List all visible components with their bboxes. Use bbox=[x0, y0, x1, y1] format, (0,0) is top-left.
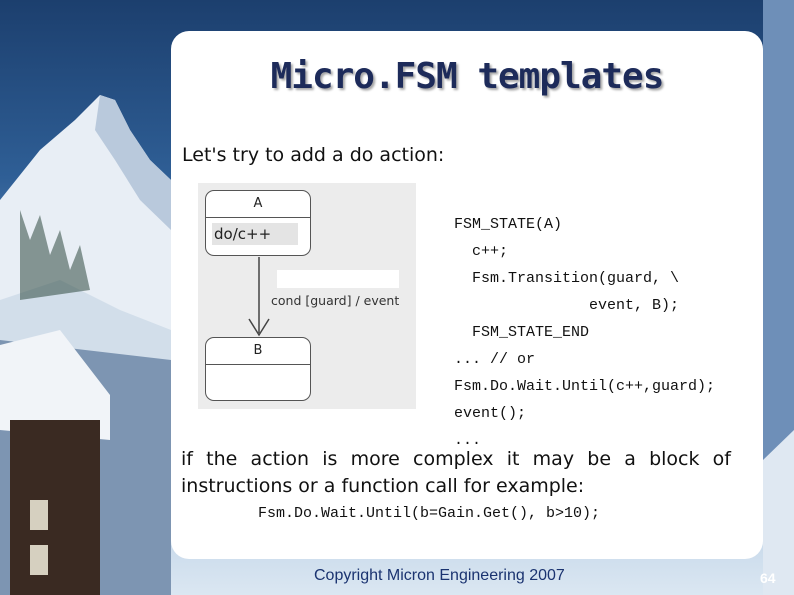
state-b-name: B bbox=[253, 343, 263, 358]
code-line: ... // or bbox=[454, 351, 536, 368]
page-number: 64 bbox=[760, 570, 776, 586]
code-line: Fsm.Do.Wait.Until(c++,guard); bbox=[454, 378, 716, 395]
state-a-do-action: do/c++ bbox=[212, 223, 298, 245]
state-a-divider bbox=[206, 217, 310, 218]
intro-text: Let's try to add a do action: bbox=[182, 144, 445, 166]
diagram-blank-area bbox=[277, 270, 399, 288]
state-b: B bbox=[205, 337, 311, 401]
code-line: ... bbox=[454, 432, 482, 449]
transition-label: cond [guard] / event bbox=[271, 293, 400, 308]
transition-arrow bbox=[248, 257, 270, 337]
code-line: FSM_STATE(A) bbox=[454, 216, 563, 233]
code-example: Fsm.Do.Wait.Until(b=Gain.Get(), b>10); bbox=[258, 505, 601, 522]
code-line: FSM_STATE_END bbox=[454, 324, 590, 341]
explanation-paragraph: if the action is more complex it may be … bbox=[181, 448, 731, 497]
code-block: FSM_STATE(A) c++; Fsm.Transition(guard, … bbox=[454, 184, 715, 481]
code-line: event(); bbox=[454, 405, 527, 422]
state-diagram: A do/c++ cond [guard] / event B bbox=[198, 183, 416, 409]
state-b-divider bbox=[206, 364, 310, 365]
code-line: c++; bbox=[454, 243, 509, 260]
code-line: event, B); bbox=[454, 297, 680, 314]
state-a-name: A bbox=[253, 196, 263, 211]
copyright-footer: Copyright Micron Engineering 2007 bbox=[314, 567, 565, 584]
code-line: Fsm.Transition(guard, \ bbox=[454, 270, 680, 287]
slide-title: Micro.FSM templates bbox=[270, 56, 665, 97]
